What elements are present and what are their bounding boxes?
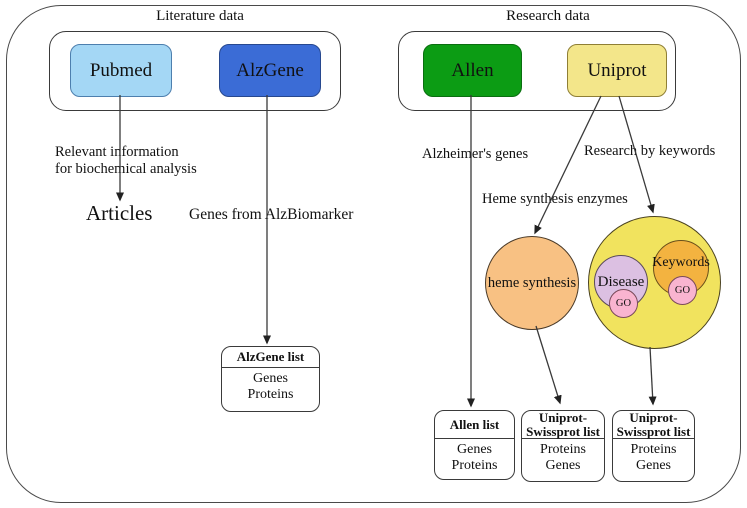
uniprot-list-2-item-proteins: Proteins [630,442,677,457]
keywords-circle-label: Keywords [652,255,710,270]
uniprot-label: Uniprot [587,59,647,81]
alzgene-node: AlzGene [219,44,321,97]
heme-synthesis-circle: heme synthesis [485,236,579,330]
go-circle-keywords: GO [668,276,697,305]
pubmed-arrow-annotation-line2: for biochemical analysis [55,161,197,178]
keywords-arrow-annotation: Research by keywords [584,143,716,159]
uniprot-swissprot-list-2-title: Uniprot- Swissprot list [613,411,694,439]
go-keywords-label: GO [674,285,691,296]
pubmed-label: Pubmed [89,59,153,81]
uniprot-swissprot-list-2-items: Proteins Genes [613,439,694,474]
research-data-label: Research data [506,8,590,24]
uniprot-node: Uniprot [567,44,667,97]
uniprot-swissprot-list-1-title-line1: Uniprot- [538,410,588,425]
articles-label: Articles [86,201,153,225]
alzgene-arrow-annotation: Genes from AlzBiomarker [189,206,354,223]
heme-arrow-annotation: Heme synthesis enzymes [482,191,628,207]
allen-arrow-annotation: Alzheimer's genes [422,146,529,162]
allen-list-title-text: Allen list [449,416,500,432]
allen-list-item-proteins: Proteins [451,458,498,473]
alzgene-label: AlzGene [236,59,304,81]
go-circle-disease: GO [609,289,638,318]
uniprot-swissprot-list-1-title-line2: Swissprot list [526,423,600,439]
allen-list-title: Allen list [435,411,514,439]
uniprot-swissprot-list-1-title: Uniprot- Swissprot list [522,411,604,439]
uniprot-swissprot-list-box-1: Uniprot- Swissprot list Proteins Genes [521,410,605,482]
go-disease-label: GO [615,298,632,309]
alzgene-list-item-proteins: Proteins [247,387,294,402]
pubmed-node: Pubmed [70,44,172,97]
allen-label: Allen [451,59,494,81]
alzgene-list-title-text: AlzGene list [236,349,305,365]
alzgene-list-item-genes: Genes [253,371,288,386]
allen-list-items: Genes Proteins [435,439,514,474]
heme-synthesis-circle-label: heme synthesis [487,274,577,291]
uniprot-list-2-item-genes: Genes [636,458,671,473]
allen-node: Allen [423,44,522,97]
uniprot-list-1-item-genes: Genes [545,458,581,473]
pubmed-arrow-annotation-line1: Relevant information [55,144,179,160]
alzgene-list-title: AlzGene list [222,347,319,368]
allen-list-box: Allen list Genes Proteins [434,410,515,480]
literature-data-label: Literature data [156,8,244,24]
uniprot-list-1-item-proteins: Proteins [540,442,586,457]
uniprot-swissprot-list-2-title-line1: Uniprot- [629,410,678,425]
uniprot-swissprot-list-2-title-line2: Swissprot list [616,423,691,439]
disease-circle-label: Disease [597,273,645,290]
uniprot-swissprot-list-box-2: Uniprot- Swissprot list Proteins Genes [612,410,695,482]
pubmed-arrow-annotation: Relevant information for biochemical ana… [55,144,197,179]
uniprot-swissprot-list-1-items: Proteins Genes [522,439,604,474]
allen-list-item-genes: Genes [457,442,492,457]
alzgene-list-box: AlzGene list Genes Proteins [221,346,320,412]
disease-circle: Disease [594,255,648,309]
alzgene-list-items: Genes Proteins [222,368,319,403]
